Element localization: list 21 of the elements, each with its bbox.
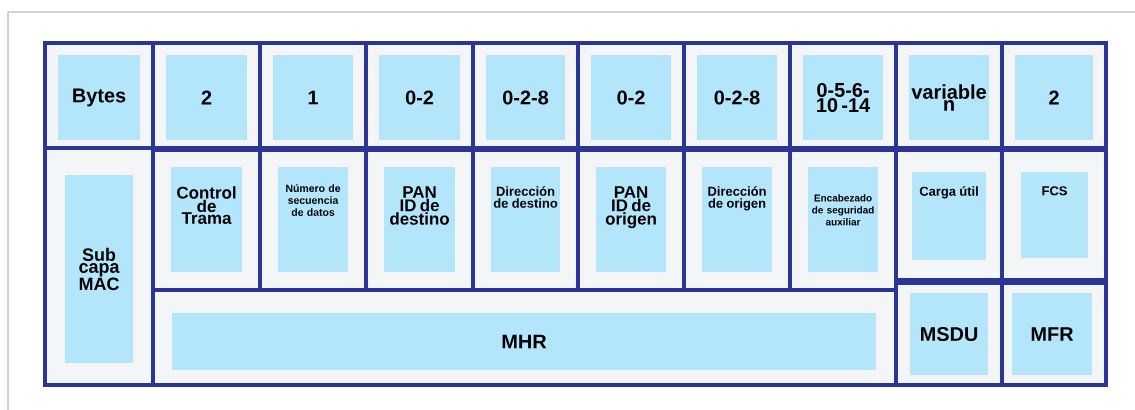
byte-count-cell: 0-5-6-10 -14 [788,41,898,150]
byte-count-cell: 1 [258,41,368,150]
field-cell: FCS [1000,148,1108,282]
byte-count-cell: 0-2 [364,41,475,150]
field-cell: PAN ID de origen [576,148,686,292]
byte-count-cell: 0-2-8 [682,41,792,150]
byte-count-cell: 2 [1000,41,1108,150]
byte-count-cell: Bytes [43,41,155,150]
byte-count-cell: variable n [894,41,1004,150]
field-cell: Número de secuencia de datos [258,148,368,292]
field-cell: MSDU [894,281,1004,387]
field-cell: Encabezado de seguridad auxiliar [788,148,898,292]
byte-count-cell: 0-2 [576,41,686,150]
byte-count-cell: 2 [151,41,262,150]
field-cell: Carga útil [894,148,1004,282]
field-cell: PAN ID de destino [364,148,475,292]
field-cell: Dirección de origen [682,148,792,292]
field-cell: Control de Trama [151,148,262,292]
field-cell: MFR [1000,281,1108,387]
byte-count-cell: 0-2-8 [471,41,580,150]
field-cell: Dirección de destino [471,148,580,292]
